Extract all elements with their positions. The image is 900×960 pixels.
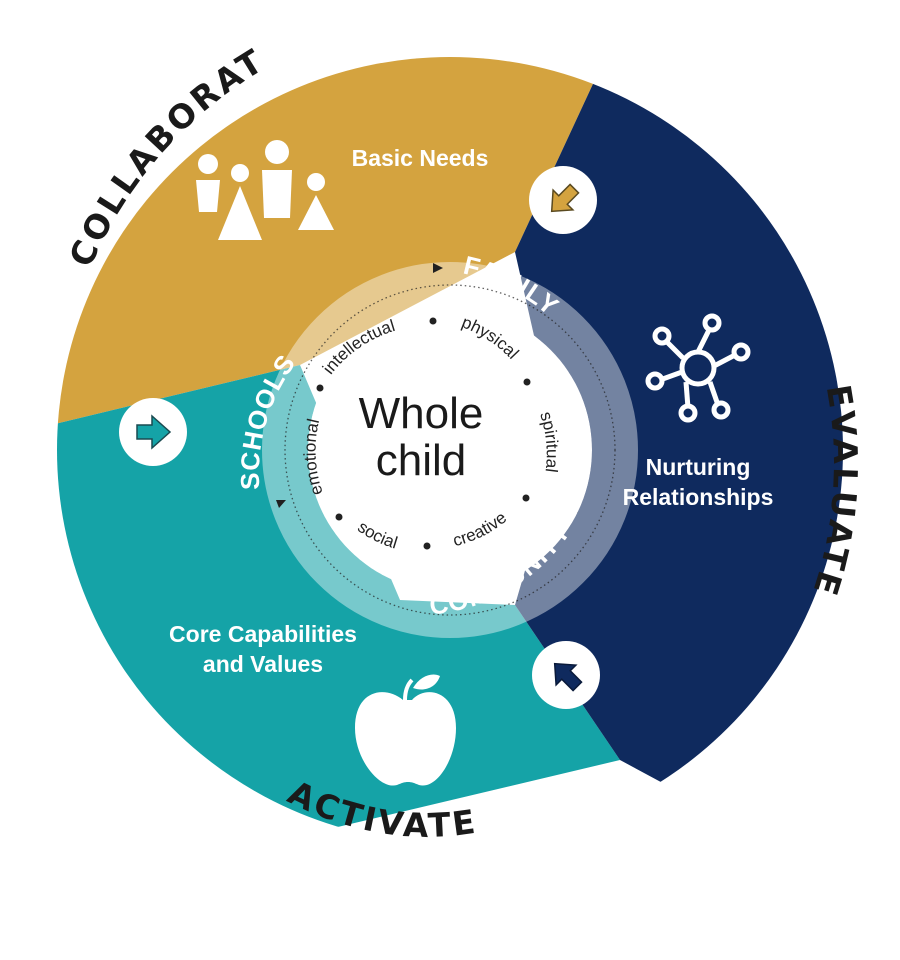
ring-arrowhead-top (433, 263, 443, 273)
apple-icon (355, 674, 456, 786)
center-title-line2: child (376, 436, 467, 485)
core-label-line1: Core Capabilities (169, 621, 357, 647)
ring-arrowhead-left (276, 500, 286, 508)
arrow-badge-basic-to-nurture (529, 166, 597, 234)
arrow-badge-core-to-basic (119, 398, 187, 466)
core-label-line2: and Values (203, 651, 323, 677)
arrow-badge-nurture-to-core (532, 641, 600, 709)
nurturing-label-line2: Relationships (623, 484, 774, 510)
center-title-line1: Whole (359, 389, 484, 438)
dimension-separator-dots (316, 317, 531, 550)
arrow-right-icon (136, 414, 172, 450)
arrow-up-left-icon (553, 662, 583, 692)
ring-dotted-path (284, 284, 616, 616)
arrow-down-left-icon (550, 183, 580, 213)
people-icon (196, 140, 334, 240)
inner-circle (308, 308, 592, 592)
basic-needs-label: Basic Needs (352, 145, 489, 171)
network-icon (645, 313, 751, 423)
nurturing-label-line1: Nurturing (646, 454, 751, 480)
